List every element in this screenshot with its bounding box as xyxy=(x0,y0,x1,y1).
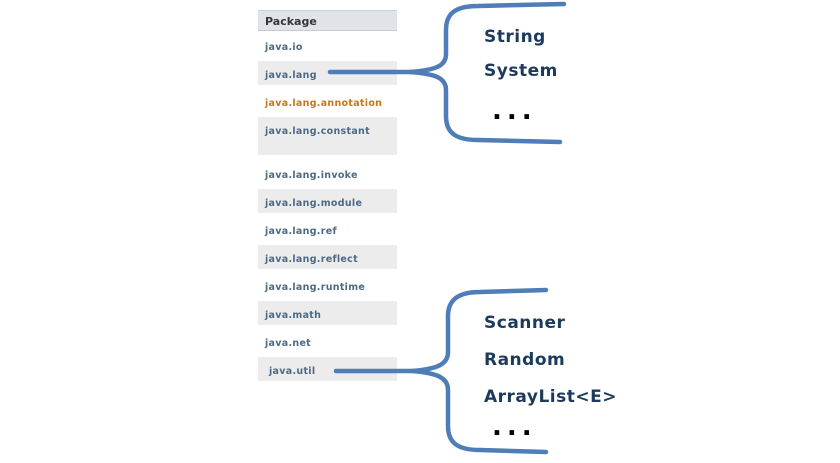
package-link[interactable]: java.lang.reflect xyxy=(265,254,358,265)
package-link[interactable]: java.util xyxy=(269,366,316,377)
package-row[interactable]: java.lang.runtime xyxy=(258,273,397,297)
package-link[interactable]: java.io xyxy=(265,42,303,53)
package-link[interactable]: java.lang.invoke xyxy=(265,170,358,181)
package-column-header: Package xyxy=(258,10,397,31)
package-link[interactable]: java.lang.annotation xyxy=(265,98,383,109)
package-row[interactable]: java.lang.reflect xyxy=(258,245,397,269)
package-link[interactable]: java.lang xyxy=(265,70,317,81)
package-link[interactable]: java.net xyxy=(265,338,312,349)
brace-java-lang xyxy=(407,1,567,145)
package-row[interactable]: java.net xyxy=(258,329,397,353)
class-label: Random xyxy=(484,350,566,370)
brace-java-util xyxy=(409,287,549,455)
ellipsis-label: ... xyxy=(492,412,537,442)
package-link[interactable]: java.lang.constant xyxy=(265,126,370,137)
class-label: ArrayList<E> xyxy=(484,387,617,407)
package-row[interactable]: java.lang.constant xyxy=(258,117,397,155)
package-row[interactable]: java.lang.module xyxy=(258,189,397,213)
class-label: System xyxy=(484,61,558,81)
package-rows: java.io java.lang java.lang.annotation j… xyxy=(258,33,397,381)
package-row[interactable]: java.lang.ref xyxy=(258,217,397,241)
class-label: String xyxy=(484,27,546,47)
package-row[interactable]: java.lang.annotation xyxy=(258,89,397,113)
package-link[interactable]: java.math xyxy=(265,310,322,321)
package-link[interactable]: java.lang.runtime xyxy=(265,282,366,293)
package-row[interactable]: java.lang.invoke xyxy=(258,161,397,185)
package-table: Package java.io java.lang java.lang.anno… xyxy=(258,10,397,385)
package-row[interactable]: java.math xyxy=(258,301,397,325)
package-link[interactable]: java.lang.ref xyxy=(265,226,337,237)
ellipsis-label: ... xyxy=(492,96,537,126)
package-row[interactable]: java.io xyxy=(258,33,397,57)
package-link[interactable]: java.lang.module xyxy=(265,198,363,209)
class-label: Scanner xyxy=(484,313,566,333)
